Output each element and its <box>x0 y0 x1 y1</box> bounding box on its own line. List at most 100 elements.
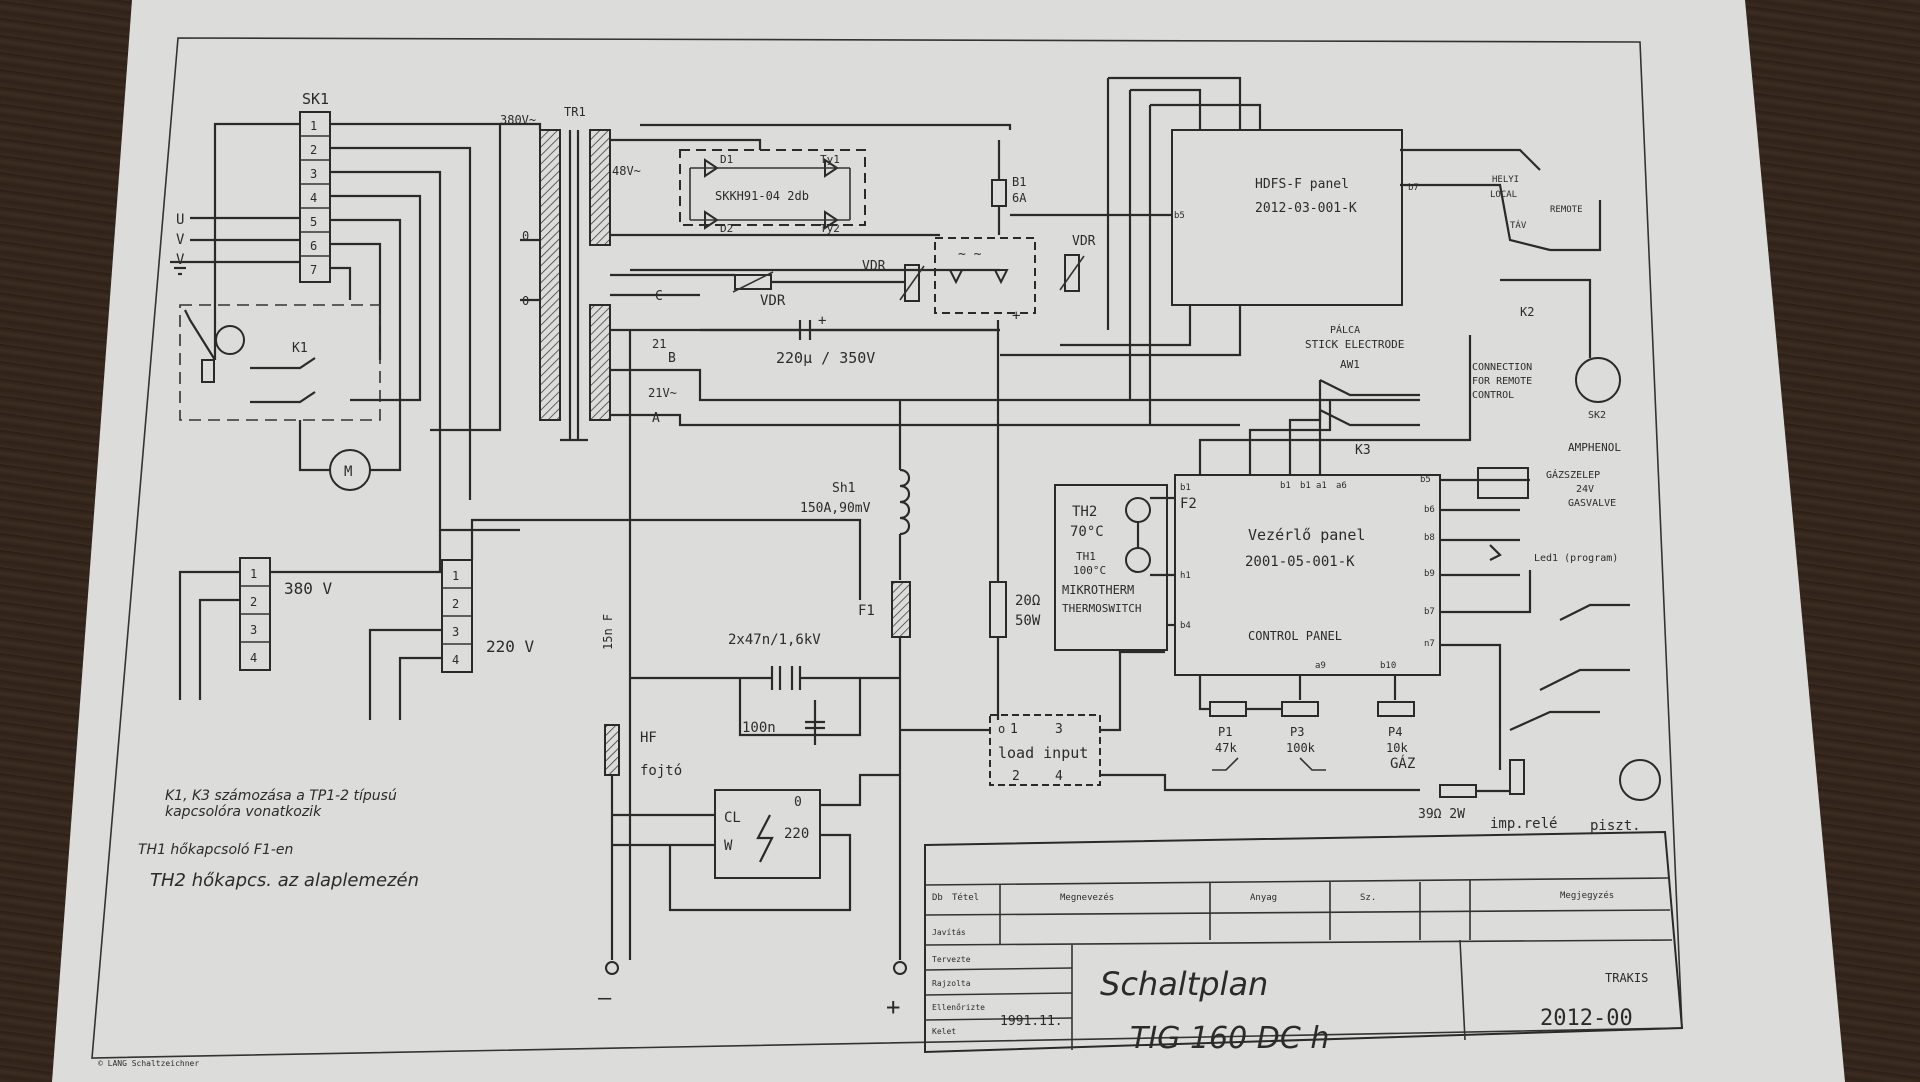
pisztoly-label: piszt. <box>1590 818 1641 834</box>
mains-wiring <box>190 122 520 532</box>
pcb-pin-4: a1 <box>1316 481 1327 491</box>
pcb-pin-9: b9 <box>1424 569 1435 579</box>
for-remote-label: FOR REMOTE <box>1472 376 1532 387</box>
control-label: CONTROL <box>1472 390 1514 401</box>
output-terminal-plus <box>893 961 907 975</box>
corner-mark: © LANG Schaltzeichner <box>98 1059 199 1068</box>
paper-sheet <box>52 0 1845 1082</box>
hv-0-label: 0 <box>794 795 802 810</box>
connector-380v: 1 2 3 4 <box>239 557 271 671</box>
d2-label: D2 <box>720 222 733 235</box>
tb-row-3: Rajzolta <box>932 979 971 988</box>
hv-220-label: 220 <box>784 826 809 842</box>
minus-label: – <box>598 986 612 1011</box>
tr1-label: TR1 <box>564 105 586 119</box>
r15-label: 15n F <box>601 614 615 650</box>
torch-switch-area <box>1498 603 1661 801</box>
node-b-label: B <box>668 351 676 366</box>
tb-traki: TRAKIS <box>1605 971 1648 985</box>
d1-label: D1 <box>720 153 733 166</box>
heatsink-f1 <box>891 581 911 638</box>
note-2: TH1 hőkapcsoló F1-en <box>138 842 293 858</box>
thermo-switch-block: TH2 70°C TH1 100°C MIKROTHERM THERMOSWIT… <box>1054 484 1168 651</box>
connector-220v: 1 2 3 4 <box>441 559 473 673</box>
thermoswitch-label: THERMOSWITCH <box>1062 602 1141 615</box>
sk1-pin-3: 3 <box>310 167 317 181</box>
node-c-label: C <box>655 289 663 304</box>
p3-label: P3 <box>1290 725 1304 739</box>
title-block: Db Tétel Megnevezés Anyag Sz. Megjegyzés… <box>924 830 1684 1056</box>
pcb-pin-8: b8 <box>1424 533 1435 543</box>
capacitor-220uf: + <box>700 313 1000 340</box>
vdr-label-2: VDR <box>760 293 786 309</box>
pcb-pin-5: a6 <box>1336 481 1347 491</box>
conn220-pin-4: 4 <box>452 653 459 667</box>
tr-48v-label: 48V~ <box>612 164 641 178</box>
hf-label: HF <box>640 730 657 746</box>
v24-label: 24V <box>1576 484 1594 495</box>
r50-label: 50W <box>1015 613 1041 629</box>
hv-cl-label: CL <box>724 810 741 826</box>
palca-label: PÁLCA <box>1330 323 1360 336</box>
hdfs-panel-label: HDFS-F panel <box>1255 177 1349 192</box>
sk1-pin-7: 7 <box>310 263 317 277</box>
helyi-label: HELYI <box>1492 175 1519 185</box>
th2-temp: 70°C <box>1070 524 1104 540</box>
gas-valve <box>1477 467 1529 499</box>
pcb-pin-15: n7 <box>1424 639 1435 649</box>
hdfs-pin-b7: b7 <box>1408 183 1419 193</box>
tb-subtitle: TIG 160 DC h <box>1130 1021 1329 1056</box>
tb-number: 2012-00 <box>1540 1006 1633 1031</box>
p4-label: P4 <box>1388 725 1402 739</box>
sh1-rating: 150A,90mV <box>800 501 871 516</box>
conn380-pin-2: 2 <box>250 595 257 609</box>
amphenol-label: AMPHENOL <box>1568 441 1621 454</box>
v-label-2: V <box>176 252 185 268</box>
tb-col-megnevezes: Megnevezés <box>1060 892 1114 903</box>
bridge-rectifier: ~ ~ + <box>934 237 1036 324</box>
tb-col-anyag: Anyag <box>1250 893 1277 903</box>
imp-rele-label: imp.relé <box>1490 816 1557 832</box>
b1-rating: 6A <box>1012 191 1027 205</box>
v21-label: 21V~ <box>648 386 677 400</box>
thermoswitch-box <box>1054 484 1168 651</box>
pcb-pin-1: b1 <box>1180 483 1191 493</box>
k3-label: K3 <box>1355 443 1371 458</box>
plus-label: + <box>886 993 900 1021</box>
motor-label: M <box>344 464 352 480</box>
tb-col-sz: Sz. <box>1360 893 1376 903</box>
k2-label: K2 <box>1520 305 1534 319</box>
sk1-pin-4: 4 <box>310 191 317 205</box>
pcb-pin-12: a9 <box>1315 661 1326 671</box>
hf-choke <box>604 724 620 776</box>
sk1-label: SK1 <box>302 90 329 108</box>
v380-label: 380 V <box>284 579 333 598</box>
tb-date: 1991.11. <box>1000 1014 1063 1029</box>
tb-row-2: Tervezte <box>932 955 971 964</box>
tb-col-megjegyzes: Megjegyzés <box>1560 890 1614 901</box>
th2-label: TH2 <box>1072 504 1097 520</box>
cap220-label: 220µ / 350V <box>776 349 875 367</box>
tav-label: TÁV <box>1510 219 1527 231</box>
node-a-label: A <box>652 411 660 426</box>
tr-secondary-48v <box>589 129 611 246</box>
load-pin-4-num: 4 <box>1055 769 1063 784</box>
led-label: Led1 (program) <box>1534 553 1618 564</box>
tb-row-4: Ellenőrizte <box>932 1003 985 1012</box>
pcb-pin-6: b5 <box>1420 475 1431 485</box>
fojto-label: fojtó <box>640 763 682 779</box>
stick-electrode-label: STICK ELECTRODE <box>1305 338 1404 351</box>
u-label: U <box>176 212 184 228</box>
sk1-pins: 1 2 3 4 5 6 7 <box>300 119 330 277</box>
v-label-1: V <box>176 232 185 248</box>
load-pin-3-num: 3 <box>1055 722 1063 737</box>
p1-value: 47k <box>1215 741 1237 755</box>
output-terminal-minus <box>605 961 619 975</box>
gaz-label: GÁZ <box>1390 755 1415 772</box>
tr-tap-0-upper: 0 <box>522 229 529 243</box>
shunt-sh1: Sh1 150A,90mV <box>800 400 911 580</box>
torch-connector <box>1619 759 1661 801</box>
tb-row-1: Javítás <box>932 928 966 937</box>
cap220-plus: + <box>818 313 826 329</box>
